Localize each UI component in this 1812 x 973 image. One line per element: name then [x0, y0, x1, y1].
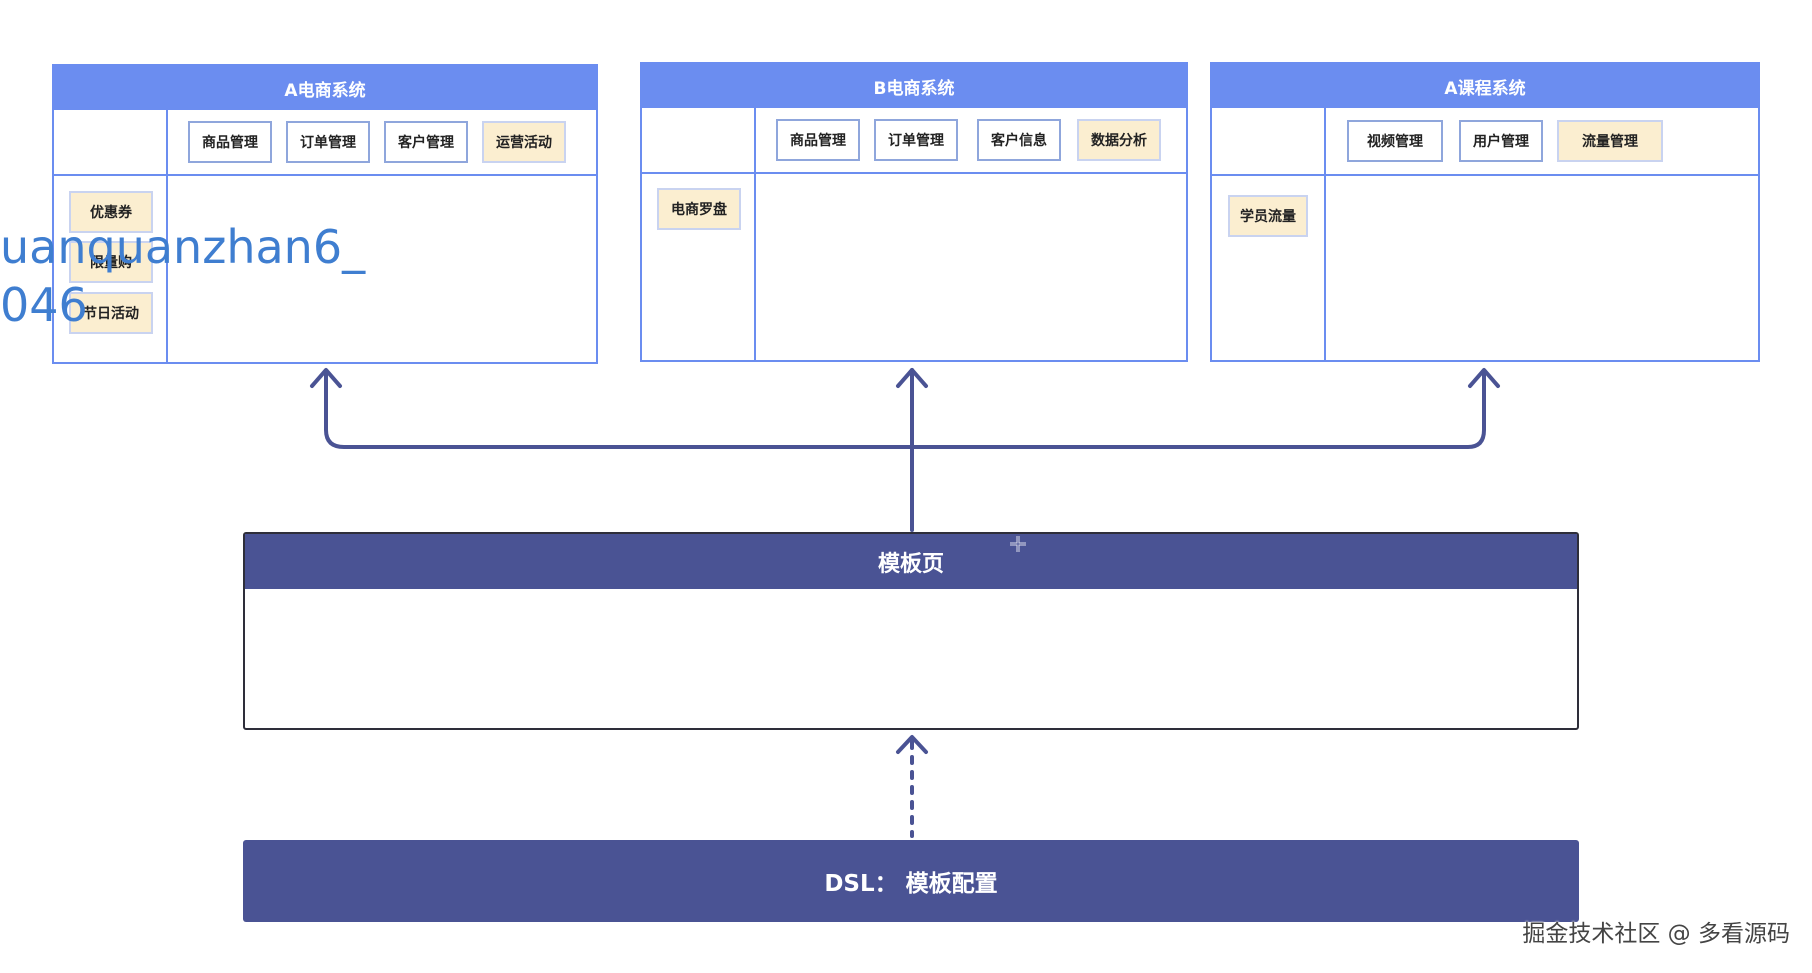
- system-title: B电商系统: [642, 64, 1186, 108]
- tab-customer-info[interactable]: 客户信息: [977, 119, 1061, 161]
- tab-traffic-management[interactable]: 流量管理: [1557, 120, 1663, 162]
- watermark-line-2: 046: [0, 278, 88, 332]
- side-item-ecommerce-compass[interactable]: 电商罗盘: [657, 188, 741, 230]
- side-item-limited-purchase[interactable]: 限量购: [69, 241, 153, 283]
- branch-right-line: [910, 370, 1486, 449]
- cursor-crosshair-icon: [1010, 536, 1026, 552]
- tab-customer-management[interactable]: 客户管理: [384, 121, 468, 163]
- arrowhead-center-icon: [896, 368, 928, 388]
- system-panel-b-ecommerce: B电商系统 商品管理 订单管理 客户信息 数据分析 电商罗盘: [640, 62, 1188, 362]
- branch-left-line: [324, 370, 914, 449]
- tab-order-management[interactable]: 订单管理: [286, 121, 370, 163]
- system-title: A课程系统: [1212, 64, 1758, 108]
- system-title: A电商系统: [54, 66, 596, 110]
- tab-video-management[interactable]: 视频管理: [1347, 120, 1443, 162]
- watermark-line-1: uanquanzhan6_: [0, 220, 366, 274]
- system-panel-a-ecommerce: A电商系统 商品管理 订单管理 客户管理 运营活动 优惠券 限量购 节日活动: [52, 64, 598, 364]
- template-page-panel: 模板页: [243, 532, 1579, 730]
- side-item-coupon[interactable]: 优惠券: [69, 191, 153, 233]
- watermark-text: uanquanzhan6_ 046: [0, 218, 365, 334]
- side-item-holiday-event[interactable]: 节日活动: [69, 292, 153, 334]
- tab-operations-activity[interactable]: 运营活动: [482, 121, 566, 163]
- dsl-template-config-bar: DSL： 模板配置: [243, 840, 1579, 922]
- tab-product-management[interactable]: 商品管理: [188, 121, 272, 163]
- system-panel-a-course: A课程系统 视频管理 用户管理 流量管理 学员流量: [1210, 62, 1760, 362]
- tab-order-management[interactable]: 订单管理: [874, 119, 958, 161]
- tab-user-management[interactable]: 用户管理: [1459, 120, 1543, 162]
- tab-data-analysis[interactable]: 数据分析: [1077, 119, 1161, 161]
- footer-credit: 掘金技术社区 @ 多看源码: [1522, 921, 1790, 947]
- arrowhead-left-icon: [310, 368, 342, 388]
- side-item-student-traffic[interactable]: 学员流量: [1228, 195, 1308, 237]
- arrowhead-right-icon: [1468, 368, 1500, 388]
- template-page-title: 模板页: [245, 534, 1577, 589]
- tab-product-management[interactable]: 商品管理: [776, 119, 860, 161]
- arrowhead-dsl-icon: [896, 735, 928, 754]
